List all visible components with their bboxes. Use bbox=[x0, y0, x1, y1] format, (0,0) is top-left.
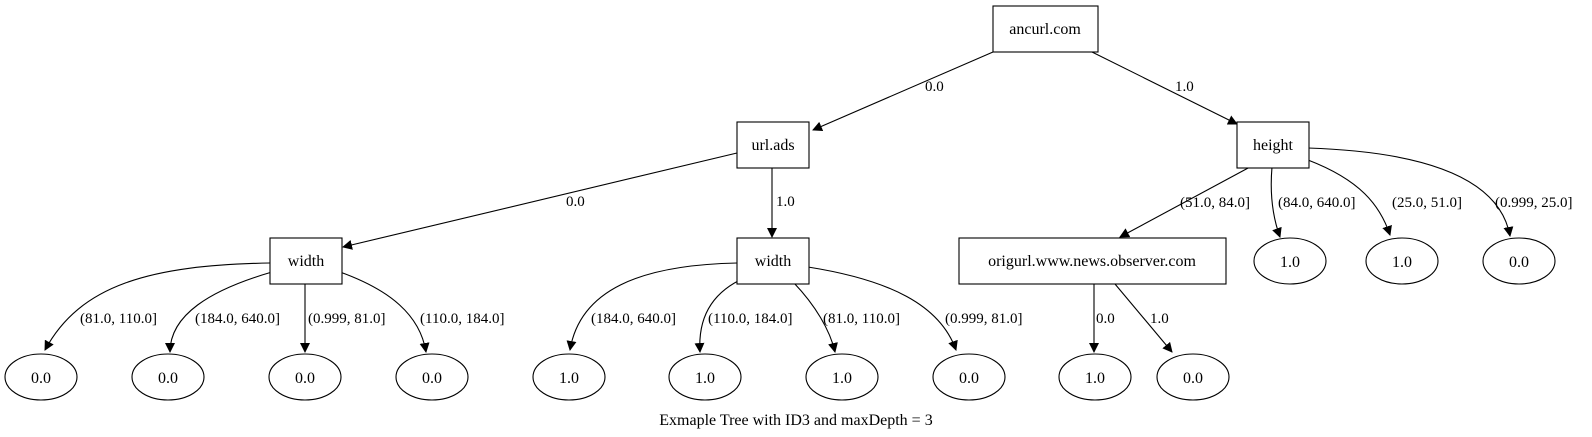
leaf-label: 0.0 bbox=[1509, 254, 1529, 271]
leaf-labels: 0.0 0.0 0.0 0.0 1.0 1.0 1.0 0.0 1.0 0.0 … bbox=[31, 254, 1529, 387]
leaf-ellipse bbox=[805, 353, 879, 401]
leaf-label: 1.0 bbox=[1392, 254, 1412, 271]
leaf-ellipse bbox=[532, 353, 606, 401]
edge-height-leaf-h3 bbox=[1307, 147, 1514, 237]
leaf-label: 0.0 bbox=[295, 370, 315, 387]
node-box-root bbox=[992, 5, 1099, 53]
edge-width-right-leaf-5 bbox=[566, 262, 738, 351]
edge-label: 0.0 bbox=[566, 194, 585, 210]
leaf-ellipse bbox=[1058, 353, 1132, 401]
leaf-label: 0.0 bbox=[959, 370, 979, 387]
edge-label: (84.0, 640.0] bbox=[1278, 195, 1356, 211]
node-label-width-left: width bbox=[288, 253, 324, 270]
edge-label: (81.0, 110.0] bbox=[80, 311, 157, 327]
leaf-label: 0.0 bbox=[31, 370, 51, 387]
node-label-origurl: origurl.www.news.observer.com bbox=[988, 253, 1196, 270]
node-label-root: ancurl.com bbox=[1009, 21, 1081, 38]
leaf-label: 1.0 bbox=[559, 370, 579, 387]
edge-labels: 0.0 1.0 0.0 1.0 (81.0, 110.0] (184.0, 64… bbox=[80, 79, 1573, 327]
edge-label: (110.0, 184.0] bbox=[708, 311, 792, 327]
node-label-height: height bbox=[1253, 137, 1294, 154]
leaf-label: 1.0 bbox=[1085, 370, 1105, 387]
edge-root-url-ads bbox=[812, 51, 994, 132]
edges bbox=[44, 51, 1514, 353]
edge-label: 0.0 bbox=[925, 79, 944, 95]
leaf-label: 0.0 bbox=[1183, 370, 1203, 387]
edge-label: 1.0 bbox=[1175, 79, 1194, 95]
edge-height-leaf-h1 bbox=[1270, 166, 1282, 238]
edge-origurl-leaf-10 bbox=[1114, 283, 1173, 353]
edge-label: (0.999, 81.0] bbox=[308, 311, 386, 327]
leaf-ellipse bbox=[395, 353, 469, 401]
edge-label: (25.0, 51.0] bbox=[1392, 195, 1462, 211]
leaf-ellipse bbox=[4, 353, 78, 401]
node-box-url-ads bbox=[736, 121, 810, 169]
leaf-ellipse bbox=[268, 353, 342, 401]
decision-node-labels: ancurl.com url.ads height width width or… bbox=[288, 21, 1294, 270]
leaf-ellipse bbox=[131, 353, 205, 401]
edge-label: (51.0, 84.0] bbox=[1180, 195, 1250, 211]
edge-label: (110.0, 184.0] bbox=[420, 311, 504, 327]
edge-label: (184.0, 640.0] bbox=[591, 311, 676, 327]
leaf-label: 0.0 bbox=[158, 370, 178, 387]
node-box-width-left bbox=[269, 237, 343, 285]
edge-height-origurl bbox=[1119, 166, 1251, 238]
node-label-width-right: width bbox=[755, 253, 791, 270]
edge-width-right-leaf-7 bbox=[793, 282, 838, 353]
leaf-label: 1.0 bbox=[695, 370, 715, 387]
edge-url-ads-width-left bbox=[342, 152, 738, 250]
edge-height-leaf-h2 bbox=[1307, 159, 1392, 236]
leaf-ellipse bbox=[932, 353, 1006, 401]
leaf-ellipse bbox=[1253, 237, 1327, 285]
edge-root-height bbox=[1091, 51, 1238, 125]
edge-label: (81.0, 110.0] bbox=[823, 311, 900, 327]
node-box-height bbox=[1236, 121, 1310, 169]
node-box-origurl bbox=[958, 237, 1227, 285]
edge-label: 0.0 bbox=[1096, 311, 1115, 327]
leaf-label: 0.0 bbox=[422, 370, 442, 387]
edge-width-right-leaf-8 bbox=[807, 266, 958, 351]
leaf-ellipse bbox=[1156, 353, 1230, 401]
leaf-ellipse bbox=[1365, 237, 1439, 285]
node-box-width-right bbox=[736, 237, 810, 285]
edge-label: (0.999, 25.0] bbox=[1495, 195, 1573, 211]
edge-label: 1.0 bbox=[776, 194, 795, 210]
leaf-label: 1.0 bbox=[832, 370, 852, 387]
leaf-label: 1.0 bbox=[1280, 254, 1300, 271]
edge-label: (0.999, 81.0] bbox=[945, 311, 1023, 327]
leaf-nodes bbox=[4, 237, 1556, 401]
node-label-url-ads: url.ads bbox=[751, 137, 794, 154]
edge-width-left-leaf-1 bbox=[44, 262, 271, 351]
leaf-ellipse bbox=[1482, 237, 1556, 285]
edge-label: (184.0, 640.0] bbox=[195, 311, 280, 327]
diagram-caption: Exmaple Tree with ID3 and maxDepth = 3 bbox=[659, 412, 932, 429]
edge-label: 1.0 bbox=[1150, 311, 1169, 327]
edge-width-left-leaf-2 bbox=[165, 271, 273, 353]
decision-nodes bbox=[269, 5, 1310, 285]
leaf-ellipse bbox=[668, 353, 742, 401]
edge-width-right-leaf-6 bbox=[694, 279, 741, 353]
edge-width-left-leaf-4 bbox=[339, 271, 430, 353]
